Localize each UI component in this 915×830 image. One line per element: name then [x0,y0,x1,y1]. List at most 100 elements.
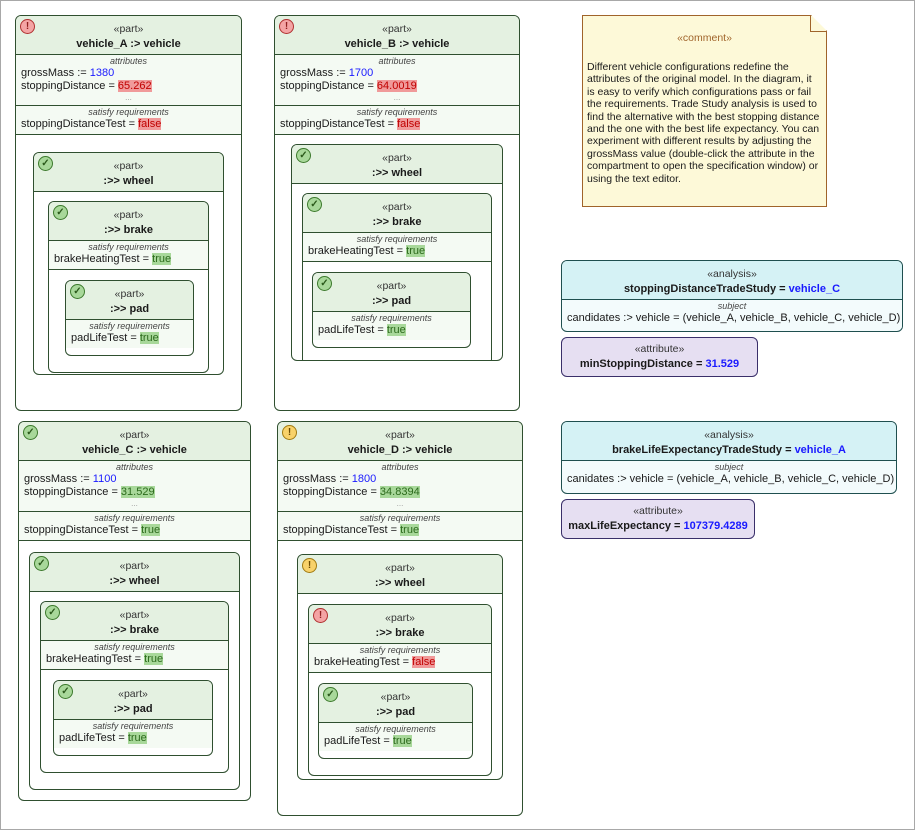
subject-row[interactable]: canidates :> vehicle = (vehicle_A, vehic… [567,473,895,485]
requirement[interactable]: stoppingDistanceTest = false [21,118,236,131]
attribute-row[interactable]: stoppingDistance = 31.529 [24,486,245,499]
part-pad[interactable]: ✓ «part» :>> pad satisfy requirements pa… [318,683,473,759]
analysis-header: «analysis»stoppingDistanceTradeStudy = v… [562,261,902,300]
part-name[interactable]: :>> brake [104,224,153,236]
compartment-label: attributes [109,56,148,66]
attribute-row[interactable]: grossMass := 1100 [24,473,245,486]
part-name[interactable]: :>> pad [109,303,150,315]
part-vehicle-d[interactable]: ! «part» vehicle_D :> vehicle attributes… [277,421,523,816]
requirement-name: brakeHeatingTest = [308,245,407,257]
requirement[interactable]: stoppingDistanceTest = true [24,524,245,537]
part-brake[interactable]: ✓ «part» :>> brake satisfy requirements … [40,601,229,773]
compartment-label: satisfy requirements [88,107,169,117]
part-pad[interactable]: ✓ «part» :>> pad satisfy requirements pa… [312,272,471,348]
part-brake[interactable]: ✓ «part» :>> brake satisfy requirements … [302,193,492,360]
requirement[interactable]: brakeHeatingTest = true [308,245,486,258]
requirement-name: padLifeTest = [324,735,393,747]
attribute-row[interactable]: stoppingDistance = 34.8394 [283,486,517,499]
part-wheel[interactable]: ✓ «part» :>> wheel ✓ «part» :>> brake sa… [29,552,240,790]
attribute-result[interactable]: «attribute»minStoppingDistance = 31.529 [561,337,758,377]
analysis-name[interactable]: stoppingDistanceTradeStudy = vehicle_C [562,281,902,297]
attribute-label: minStoppingDistance = [579,358,706,370]
part-header: ! «part» vehicle_A :> vehicle [16,16,241,55]
compartment-label: subject [717,301,747,311]
part-name[interactable]: :>> wheel [374,577,426,589]
satisfy-compartment: satisfy requirements padLifeTest = true [313,312,470,340]
requirement[interactable]: stoppingDistanceTest = true [283,524,517,537]
requirement-value: true [152,253,172,265]
warning-icon: ! [302,558,317,573]
attribute-row[interactable]: grossMass := 1800 [283,473,517,486]
attribute-row-name: stoppingDistance = [21,80,118,92]
stereotype: «attribute» [634,343,685,355]
stereotype: «part» [113,160,144,172]
analysis-trade-study[interactable]: «analysis»brakeLifeExpectancyTradeStudy … [561,421,897,494]
requirement[interactable]: padLifeTest = true [71,332,188,345]
analysis-result: vehicle_A [794,444,846,456]
attribute-row-value: 34.8394 [379,486,420,498]
requirement[interactable]: brakeHeatingTest = true [54,253,203,266]
attribute-result[interactable]: «attribute»maxLifeExpectancy = 107379.42… [561,499,755,539]
part-name[interactable]: :>> pad [113,703,153,715]
stereotype: «part» [382,201,412,213]
analysis-trade-study[interactable]: «analysis»stoppingDistanceTradeStudy = v… [561,260,903,332]
stereotype: «part» [119,560,150,572]
attribute-row[interactable]: stoppingDistance = 64.0019 [280,80,514,93]
requirement[interactable]: padLifeTest = true [324,735,467,748]
part-vehicle-b[interactable]: ! «part» vehicle_B :> vehicle attributes… [274,15,520,411]
subject-row[interactable]: candidates :> vehicle = (vehicle_A, vehi… [567,312,901,324]
check-icon: ✓ [34,556,49,571]
part-brake[interactable]: ! «part» :>> brake satisfy requirements … [308,604,492,776]
attribute-row[interactable]: grossMass := 1700 [280,67,514,80]
stereotype: «comment» [677,32,732,44]
part-name[interactable]: :>> brake [372,216,422,228]
part-vehicle-a[interactable]: ! «part» vehicle_A :> vehicle attributes… [15,15,242,411]
part-name[interactable]: :>> brake [110,624,159,636]
part-brake[interactable]: ✓ «part» :>> brake satisfy requirements … [48,201,209,373]
satisfy-compartment: satisfy requirements padLifeTest = true [319,723,472,751]
part-pad[interactable]: ✓ «part» :>> pad satisfy requirements pa… [65,280,194,356]
part-pad[interactable]: ✓ «part» :>> pad satisfy requirements pa… [53,680,213,756]
error-icon: ! [279,19,294,34]
requirement[interactable]: stoppingDistanceTest = false [280,118,514,131]
analysis-name[interactable]: brakeLifeExpectancyTradeStudy = vehicle_… [562,442,896,458]
requirement[interactable]: padLifeTest = true [59,732,207,745]
stereotype: «analysis» [707,268,757,280]
requirement-value: true [386,324,406,336]
attribute-name: minStoppingDistance = 31.529 [562,356,757,372]
attribute-row[interactable]: stoppingDistance = 65.262 [21,80,236,93]
attribute-row-value: 1380 [89,67,115,79]
part-wheel[interactable]: ✓ «part» :>> wheel ✓ «part» :>> brake sa… [291,144,503,361]
comment-note[interactable]: «comment»Different vehicle configuration… [582,15,827,207]
part-name[interactable]: vehicle_D :> vehicle [347,444,453,456]
part-name[interactable]: vehicle_A :> vehicle [76,38,181,50]
check-icon: ✓ [53,205,68,220]
requirement[interactable]: padLifeTest = true [318,324,465,337]
stereotype: «part» [118,688,148,700]
part-wheel[interactable]: ! «part» :>> wheel ! «part» :>> brake sa… [297,554,503,780]
part-wheel[interactable]: ✓ «part» :>> wheel ✓ «part» :>> brake sa… [33,152,224,375]
part-vehicle-c[interactable]: ✓ «part» vehicle_C :> vehicle attributes… [18,421,251,801]
compartment-label: attributes [115,462,154,472]
part-header: ✓ «part» vehicle_C :> vehicle [19,422,250,461]
part-name[interactable]: :>> wheel [103,175,154,187]
part-name[interactable]: vehicle_B :> vehicle [344,38,450,50]
requirement-name: brakeHeatingTest = [46,653,145,665]
part-name[interactable]: :>> pad [375,706,416,718]
attribute-row[interactable]: grossMass := 1380 [21,67,236,80]
compartment-label: satisfy requirements [359,513,441,523]
requirement-name: padLifeTest = [318,324,387,336]
part-name[interactable]: :>> brake [375,627,425,639]
check-icon: ✓ [296,148,311,163]
requirement[interactable]: brakeHeatingTest = true [46,653,223,666]
requirement[interactable]: brakeHeatingTest = false [314,656,486,669]
satisfy-compartment: satisfy requirements padLifeTest = true [54,720,212,748]
part-name[interactable]: :>> wheel [371,167,423,179]
requirement-value: true [127,732,147,744]
part-name[interactable]: :>> pad [371,295,412,307]
part-name[interactable]: :>> wheel [109,575,160,587]
part-name[interactable]: vehicle_C :> vehicle [82,444,187,456]
part-header: ✓ «part» :>> brake [41,602,228,641]
